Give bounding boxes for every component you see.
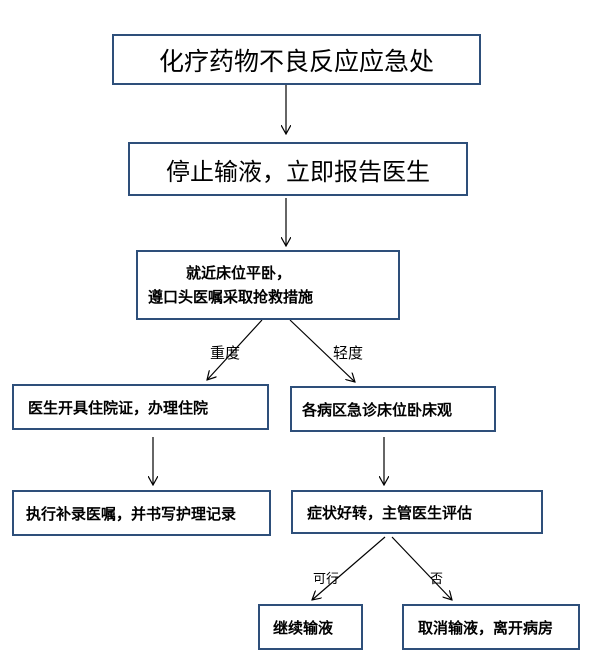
arrow-evaluate-to-cancel — [391, 536, 452, 600]
edge-label-feasible: 可行 — [313, 572, 340, 587]
node-cancel-infusion: 取消输液，离开病房 — [402, 604, 580, 650]
edge-label-mild: 轻度 — [333, 344, 364, 362]
node-admission: 医生开具住院证，办理住院 — [12, 384, 269, 430]
node-record: 执行补录医嘱，并书写护理记录 — [12, 490, 271, 536]
node-observation-text: 各病区急诊床位卧床观 — [302, 400, 453, 419]
edge-label-no: 否 — [430, 572, 444, 587]
node-observation: 各病区急诊床位卧床观 — [290, 386, 496, 432]
arrow-evaluate-to-continue — [312, 536, 386, 600]
node-cancel-infusion-text: 取消输液，离开病房 — [418, 618, 554, 637]
node-evaluate-text: 症状好转，主管医生评估 — [307, 503, 473, 522]
node-evaluate: 症状好转，主管医生评估 — [291, 490, 543, 534]
arrow-rest-to-observe — [289, 319, 355, 382]
node-lie-flat-line1: 就近床位平卧， — [186, 264, 292, 282]
node-title: 化疗药物不良反应应急处 — [112, 34, 481, 85]
node-continue-infusion: 继续输液 — [258, 604, 363, 650]
node-lie-flat: 就近床位平卧， 遵口头医嘱采取抢救措施 — [136, 250, 400, 320]
edge-label-severe: 重度 — [210, 344, 241, 362]
node-record-text: 执行补录医嘱，并书写护理记录 — [26, 504, 237, 523]
node-stop-infusion-text: 停止输液，立即报告医生 — [166, 157, 430, 186]
node-lie-flat-line2: 遵口头医嘱采取抢救措施 — [148, 288, 314, 306]
node-admission-text: 医生开具住院证，办理住院 — [28, 398, 209, 417]
arrow-rest-to-admit — [207, 319, 263, 380]
node-continue-infusion-text: 继续输液 — [273, 618, 334, 637]
node-stop-infusion: 停止输液，立即报告医生 — [128, 142, 468, 196]
node-title-text: 化疗药物不良反应应急处 — [158, 46, 434, 76]
